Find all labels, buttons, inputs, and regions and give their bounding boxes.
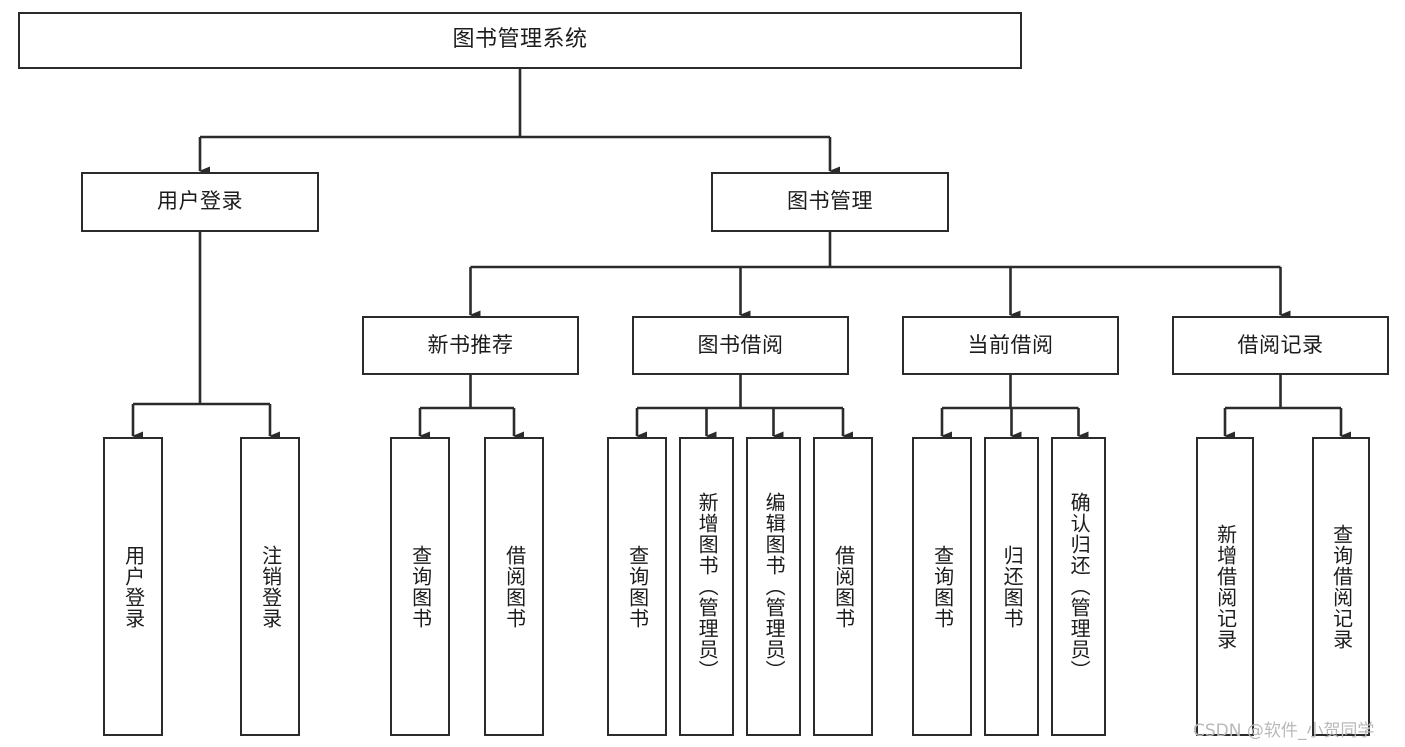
node-root[interactable]: 图书管理系统 bbox=[18, 12, 1022, 69]
node-leaf-query-book-2[interactable]: 查询图书 bbox=[607, 437, 667, 736]
node-leaf-borrow-book-1[interactable]: 借阅图书 bbox=[484, 437, 544, 736]
node-user-login[interactable]: 用户登录 bbox=[81, 172, 319, 232]
node-label-book-manage: 图书管理 bbox=[787, 189, 873, 214]
node-leaf-query-book-1[interactable]: 查询图书 bbox=[390, 437, 450, 736]
node-label-leaf-user-login: 用户登录 bbox=[121, 544, 146, 629]
node-label-current-borrow: 当前借阅 bbox=[967, 332, 1054, 357]
csdn-watermark: CSDN @软件_小贺同学 bbox=[1193, 721, 1375, 741]
node-leaf-logout[interactable]: 注销登录 bbox=[240, 437, 300, 736]
node-label-leaf-add-book: 新增图书（管理员） bbox=[695, 492, 720, 681]
node-label-leaf-logout: 注销登录 bbox=[258, 544, 283, 629]
node-label-book-borrow: 图书借阅 bbox=[697, 332, 784, 357]
node-leaf-user-login[interactable]: 用户登录 bbox=[103, 437, 163, 736]
node-book-manage[interactable]: 图书管理 bbox=[711, 172, 949, 232]
node-label-leaf-query-record: 查询借阅记录 bbox=[1329, 523, 1354, 650]
node-label-leaf-return-book: 归还图书 bbox=[1000, 544, 1025, 629]
node-label-leaf-borrow-book-1: 借阅图书 bbox=[502, 544, 527, 629]
node-label-leaf-borrow-book-2: 借阅图书 bbox=[831, 544, 856, 629]
node-label-borrow-record: 借阅记录 bbox=[1237, 332, 1324, 357]
node-leaf-query-book-3[interactable]: 查询图书 bbox=[912, 437, 972, 736]
node-leaf-edit-book[interactable]: 编辑图书（管理员） bbox=[746, 437, 801, 736]
node-label-leaf-query-book-1: 查询图书 bbox=[408, 544, 433, 629]
node-label-new-book-recommend: 新书推荐 bbox=[427, 332, 514, 357]
node-book-borrow[interactable]: 图书借阅 bbox=[632, 316, 849, 375]
node-leaf-add-book[interactable]: 新增图书（管理员） bbox=[679, 437, 734, 736]
node-current-borrow[interactable]: 当前借阅 bbox=[902, 316, 1119, 375]
node-leaf-confirm-return[interactable]: 确认归还（管理员） bbox=[1051, 437, 1106, 736]
node-new-book-recommend[interactable]: 新书推荐 bbox=[362, 316, 579, 375]
node-leaf-borrow-book-2[interactable]: 借阅图书 bbox=[813, 437, 873, 736]
node-label-leaf-add-record: 新增借阅记录 bbox=[1213, 523, 1238, 650]
node-borrow-record[interactable]: 借阅记录 bbox=[1172, 316, 1389, 375]
node-label-user-login: 用户登录 bbox=[157, 189, 243, 214]
node-leaf-return-book[interactable]: 归还图书 bbox=[984, 437, 1039, 736]
node-label-leaf-edit-book: 编辑图书（管理员） bbox=[762, 492, 787, 681]
node-label-leaf-query-book-3: 查询图书 bbox=[930, 544, 955, 629]
node-label-leaf-confirm-return: 确认归还（管理员） bbox=[1067, 492, 1092, 681]
node-label-root: 图书管理系统 bbox=[452, 27, 588, 53]
node-leaf-query-record[interactable]: 查询借阅记录 bbox=[1312, 437, 1370, 736]
node-label-leaf-query-book-2: 查询图书 bbox=[625, 544, 650, 629]
node-leaf-add-record[interactable]: 新增借阅记录 bbox=[1196, 437, 1254, 736]
